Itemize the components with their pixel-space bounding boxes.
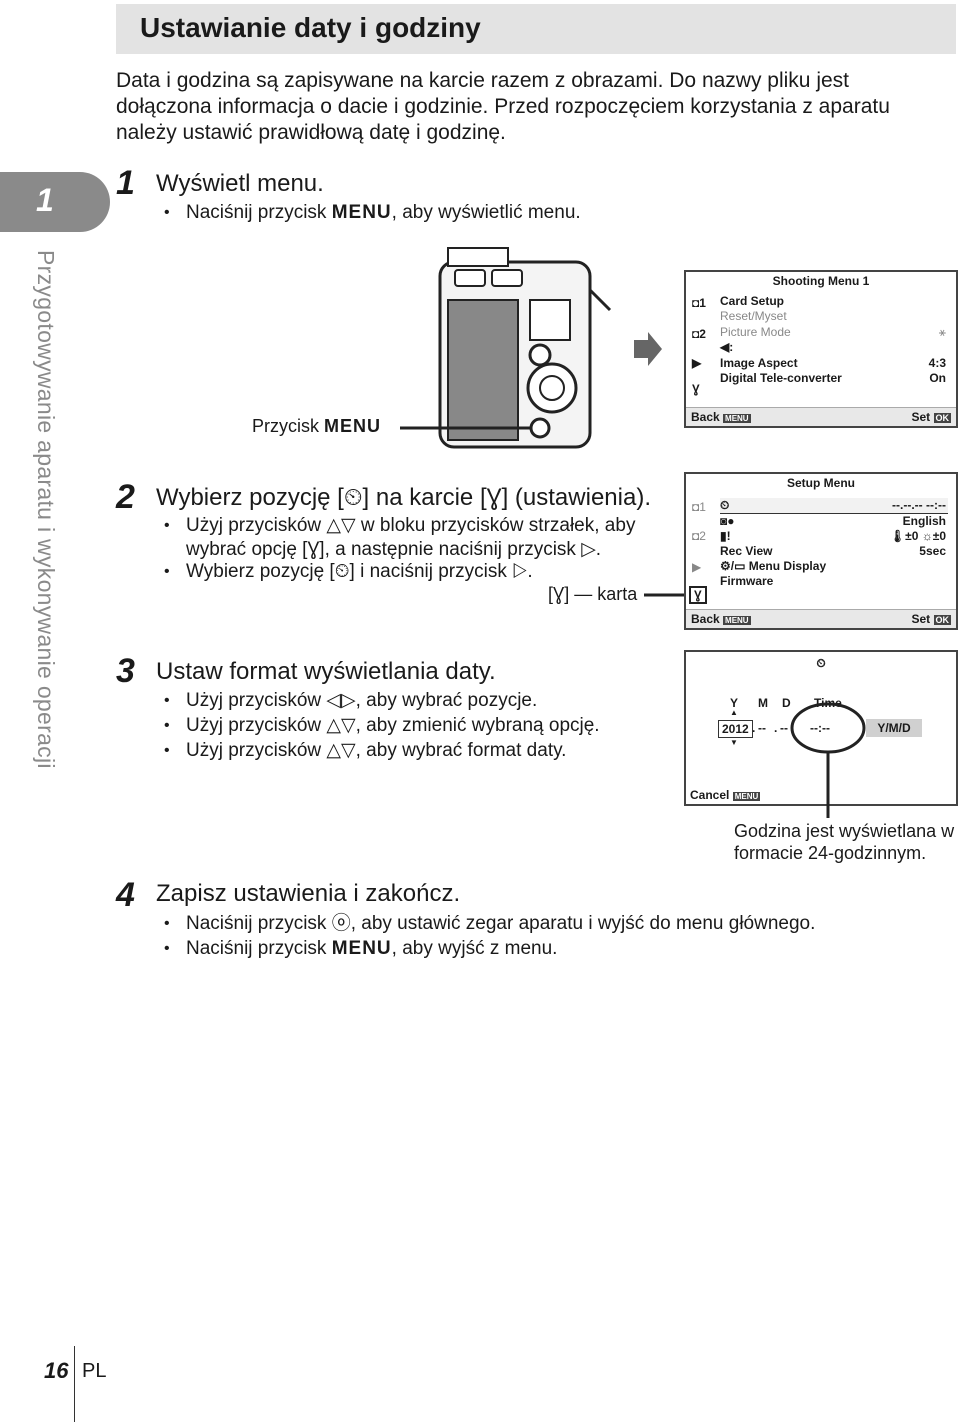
menu-item-reset[interactable]: Reset/Myset: [720, 309, 787, 323]
next-arrow-icon: [634, 332, 662, 366]
shooting-tab-1-icon[interactable]: ◘1: [692, 296, 706, 310]
section-title-bar: Ustawianie daty i godziny: [116, 4, 956, 54]
menu-item-card-setup[interactable]: Card Setup: [720, 294, 785, 308]
tele-converter-value: On: [929, 371, 946, 385]
playback-tab-icon[interactable]: ▶: [692, 356, 702, 370]
menu-item-firmware[interactable]: Firmware: [720, 574, 774, 588]
language-code: PL: [82, 1360, 107, 1382]
menu-item-rec-view[interactable]: Rec View: [720, 544, 773, 558]
screen-header: Setup Menu: [787, 476, 855, 490]
menu-item-clock[interactable]: ⏲ --.--.-- --:--: [720, 498, 948, 514]
step-1-title: Wyświetl menu.: [156, 170, 324, 197]
step-1-number: 1: [116, 164, 135, 202]
back-label[interactable]: Back MENU: [691, 410, 751, 424]
label-day: D: [782, 696, 791, 710]
down-arrow-icon: ▼: [730, 738, 738, 747]
step-3-number: 3: [116, 652, 135, 690]
date-time-screen: ⏲ Y M D Time ▲ 2012 . -- . -- --:-- Y/M/…: [684, 650, 958, 806]
clock-icon: ⏲: [720, 498, 730, 512]
menu-item-language[interactable]: ◙●: [720, 514, 735, 528]
menu-item-tele-converter[interactable]: Digital Tele-converter: [720, 371, 842, 385]
chapter-number: 1: [36, 182, 54, 218]
shooting-tab-2-icon[interactable]: ◘2: [692, 529, 706, 543]
year-field[interactable]: 2012: [718, 720, 753, 738]
back-label[interactable]: Back MENU: [691, 612, 751, 626]
menu-item-image-aspect[interactable]: Image Aspect: [720, 356, 798, 370]
menu-item-quality[interactable]: ◀:: [720, 340, 734, 354]
image-aspect-value: 4:3: [928, 356, 946, 370]
set-label[interactable]: Set OK: [911, 612, 951, 626]
step-4-number: 4: [116, 876, 135, 914]
clock-icon: ⏲: [816, 656, 826, 670]
menu-item-menu-display[interactable]: ⚙/▭ Menu Display: [720, 559, 827, 573]
step-2-bullet-2: Wybierz pozycję [⏲] i naciśnij przycisk …: [164, 560, 656, 584]
menu-button-label: Przycisk MENU: [252, 416, 381, 436]
setup-tab-icon[interactable]: Ɣ: [692, 382, 700, 396]
label-year: Y: [730, 696, 739, 710]
camera-illustration: [400, 247, 612, 449]
date-format-field[interactable]: Y/M/D: [866, 719, 922, 737]
step-3-bullet-1: Użyj przycisków ◁▷, aby wybrać pozycje.: [164, 689, 537, 713]
setup-tab-label: [Ɣ] — karta: [548, 584, 638, 604]
step-2-title: Wybierz pozycję [⏲] na karcie [Ɣ] (ustaw…: [156, 484, 651, 511]
tab-pointer-line: [644, 593, 688, 597]
playback-tab-icon[interactable]: ▶: [692, 560, 702, 574]
shooting-tab-1-icon[interactable]: ◘1: [692, 500, 706, 514]
footer-divider: [74, 1346, 75, 1422]
language-value: English: [902, 514, 946, 528]
time-highlight-callout: [790, 702, 866, 818]
monitor-adjust-value: 🌡±0 ☼±0: [889, 529, 946, 543]
menu-item-picture-mode[interactable]: Picture Mode: [720, 325, 791, 339]
chapter-tab: 1: [0, 172, 110, 232]
clock-value: --.--.-- --:--: [892, 498, 946, 512]
time-field[interactable]: --:--: [810, 721, 830, 735]
screen-footer: Back MENU Set OK: [686, 407, 956, 426]
menu-item-monitor-adjust[interactable]: ▮!: [720, 529, 731, 543]
rec-view-value: 5sec: [919, 544, 946, 558]
cancel-label[interactable]: Cancel MENU: [690, 788, 761, 802]
up-arrow-icon: ▲: [730, 708, 738, 717]
step-3-bullet-3: Użyj przycisków △▽, aby wybrać format da…: [164, 739, 566, 763]
step-4-bullet-2: Naciśnij przycisk MENU, aby wyjść z menu…: [164, 937, 557, 961]
step-2-number: 2: [116, 478, 135, 516]
step-4-bullet-1: Naciśnij przycisk ⓞ, aby ustawić zegar a…: [164, 912, 815, 936]
screen-header: Shooting Menu 1: [772, 274, 870, 288]
day-field[interactable]: --: [780, 721, 788, 735]
page-title: Ustawianie daty i godziny: [140, 12, 481, 43]
picture-mode-value: ⚹: [938, 325, 946, 339]
setup-tab-icon[interactable]: Ɣ: [689, 586, 707, 604]
set-label[interactable]: Set OK: [911, 410, 951, 424]
step-3-title: Ustaw format wyświetlania daty.: [156, 658, 496, 685]
chapter-side-title: Przygotowywanie aparatu i wykonywanie op…: [33, 250, 59, 769]
month-field[interactable]: --: [758, 721, 766, 735]
step-2-bullet-1: Użyj przycisków △▽ w bloku przycisków st…: [164, 514, 656, 562]
shooting-tab-2-icon[interactable]: ◘2: [692, 327, 706, 341]
setup-menu-screen: Setup Menu ◘1 ◘2 ▶ Ɣ ⏲ --.--.-- --:-- ◙●…: [684, 472, 958, 630]
time-format-note: Godzina jest wyświetlana w formacie 24-g…: [734, 821, 955, 863]
shooting-menu-screen: Shooting Menu 1 ◘1 ◘2 ▶ Ɣ Card Setup Res…: [684, 270, 958, 428]
step-3-bullet-2: Użyj przycisków △▽, aby zmienić wybraną …: [164, 714, 600, 738]
intro-paragraph: Data i godzina są zapisywane na karcie r…: [116, 69, 890, 144]
step-4-title: Zapisz ustawienia i zakończ.: [156, 880, 461, 907]
page-number: 16: [44, 1358, 69, 1383]
screen-footer: Back MENU Set OK: [686, 609, 956, 628]
label-month: M: [758, 696, 768, 710]
step-1-bullet: Naciśnij przycisk MENU, aby wyświetlić m…: [164, 201, 581, 225]
